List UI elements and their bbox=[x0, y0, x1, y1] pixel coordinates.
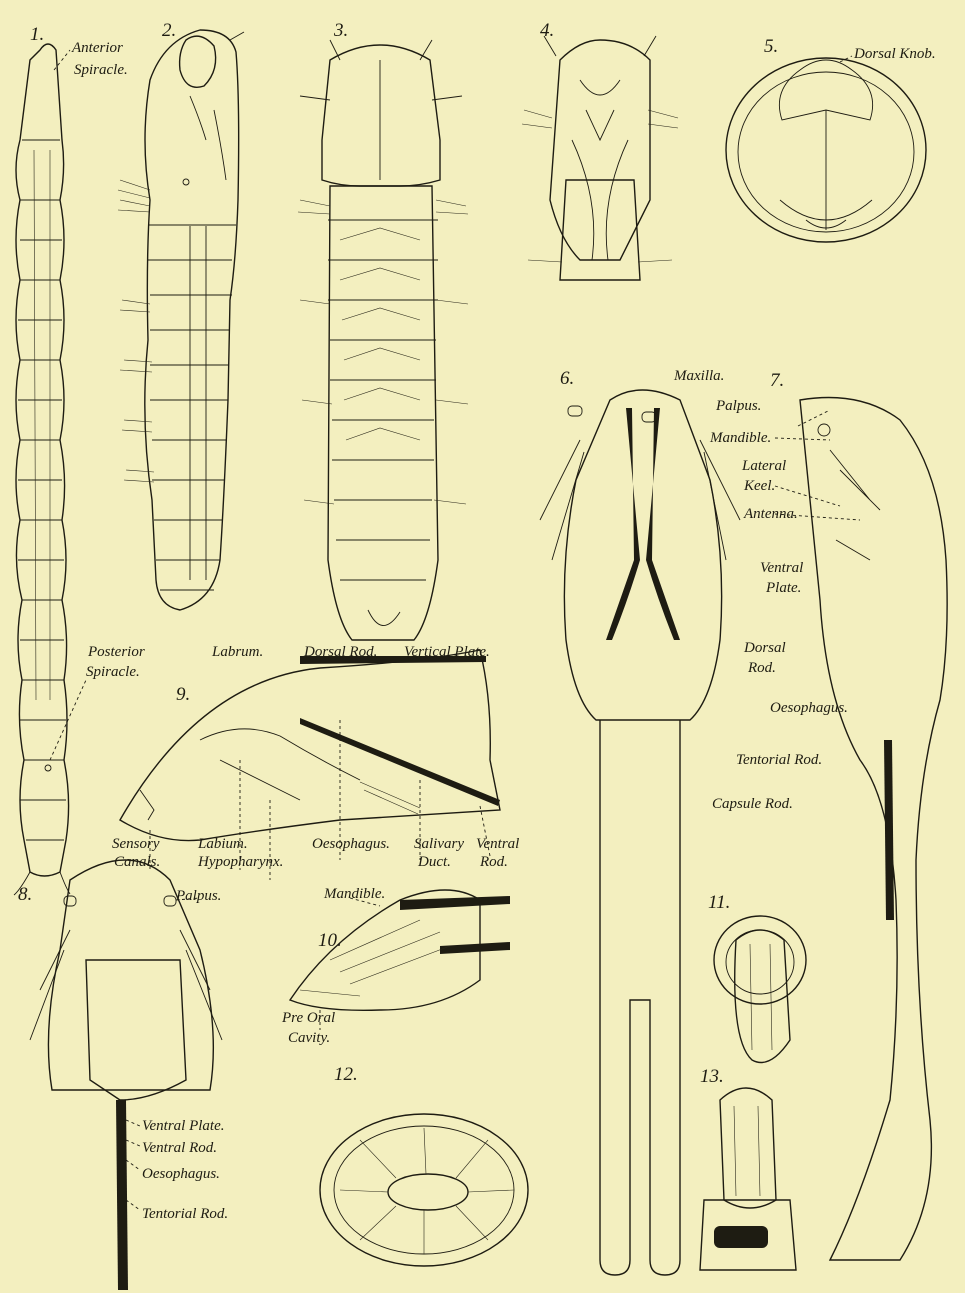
label-labium: Labium. bbox=[197, 836, 248, 852]
figure-4 bbox=[522, 36, 678, 280]
figure-3 bbox=[298, 40, 468, 640]
label-palpus: Palpus. bbox=[715, 398, 761, 414]
label-oesophagus-8: Oesophagus. bbox=[142, 1166, 220, 1182]
label-ventral-plate-8: Ventral Plate. bbox=[142, 1118, 225, 1134]
label-labrum: Labrum. bbox=[211, 644, 263, 660]
figure-13 bbox=[700, 1088, 796, 1270]
figure-8 bbox=[30, 860, 222, 1290]
label-pre-oral: Pre Oral bbox=[281, 1010, 335, 1026]
label-hypopharynx: Hypopharynx. bbox=[197, 854, 283, 870]
label-capsule-rod: Capsule Rod. bbox=[712, 796, 793, 812]
label-vertical-plate: Vertical Plate. bbox=[404, 644, 490, 660]
fig13-number: 13. bbox=[700, 1066, 724, 1087]
label-dorsal-rod-9: Dorsal Rod. bbox=[303, 644, 377, 660]
figure-1 bbox=[14, 44, 86, 895]
label-dorsal: Dorsal bbox=[743, 640, 786, 656]
figure-7 bbox=[775, 398, 947, 1261]
label-tentorial-rod-7: Tentorial Rod. bbox=[736, 752, 822, 768]
label-ventral-rod-8: Ventral Rod. bbox=[142, 1140, 217, 1156]
label-lateral: Lateral bbox=[741, 458, 786, 474]
figure-12 bbox=[320, 1114, 528, 1266]
label-tentorial-rod-8: Tentorial Rod. bbox=[142, 1206, 228, 1222]
fig8-number: 8. bbox=[18, 884, 32, 905]
label-cavity: Cavity. bbox=[288, 1030, 330, 1046]
fig1-number: 1. bbox=[30, 24, 44, 45]
label-rod: Rod. bbox=[747, 660, 776, 676]
fig7-number: 7. bbox=[770, 370, 784, 391]
figure-6 bbox=[540, 390, 740, 1275]
figure-2 bbox=[118, 30, 244, 610]
label-oesophagus-7: Oesophagus. bbox=[770, 700, 848, 716]
label-ventral-9: Ventral bbox=[476, 836, 519, 852]
label-salivary: Salivary bbox=[414, 836, 464, 852]
figure-11 bbox=[714, 916, 806, 1063]
label-plate: Plate. bbox=[765, 580, 801, 596]
label-rod-9: Rod. bbox=[479, 854, 508, 870]
figure-10 bbox=[290, 890, 510, 1030]
fig6-number: 6. bbox=[560, 368, 574, 389]
label-posterior: Posterior bbox=[87, 644, 145, 660]
label-ventral: Ventral bbox=[760, 560, 803, 576]
label-sensory: Sensory bbox=[112, 836, 160, 852]
label-canals: Canals. bbox=[114, 854, 160, 870]
fig11-number: 11. bbox=[708, 892, 730, 913]
label-palpus-8: Palpus. bbox=[175, 888, 221, 904]
label-antenna: Antenna. bbox=[743, 506, 798, 522]
label-keel: Keel. bbox=[743, 478, 775, 494]
label-maxilla: Maxilla. bbox=[673, 368, 724, 384]
fig9-number: 9. bbox=[176, 684, 190, 705]
label-anterior-spiracle: Spiracle. bbox=[74, 62, 128, 78]
label-dorsal-knob: Dorsal Knob. bbox=[853, 46, 936, 62]
fig5-number: 5. bbox=[764, 36, 778, 57]
label-oesophagus-9: Oesophagus. bbox=[312, 836, 390, 852]
fig10-number: 10. bbox=[318, 930, 342, 951]
fig12-number: 12. bbox=[334, 1064, 358, 1085]
label-anterior: Anterior bbox=[71, 40, 123, 56]
fig3-number: 3. bbox=[333, 20, 348, 41]
label-posterior-spiracle: Spiracle. bbox=[86, 664, 140, 680]
figure-5 bbox=[726, 56, 926, 242]
fig2-number: 2. bbox=[162, 20, 176, 41]
label-mandible-10: Mandible. bbox=[323, 886, 385, 902]
label-mandible: Mandible. bbox=[709, 430, 771, 446]
fig4-number: 4. bbox=[540, 20, 554, 41]
label-duct: Duct. bbox=[417, 854, 451, 870]
